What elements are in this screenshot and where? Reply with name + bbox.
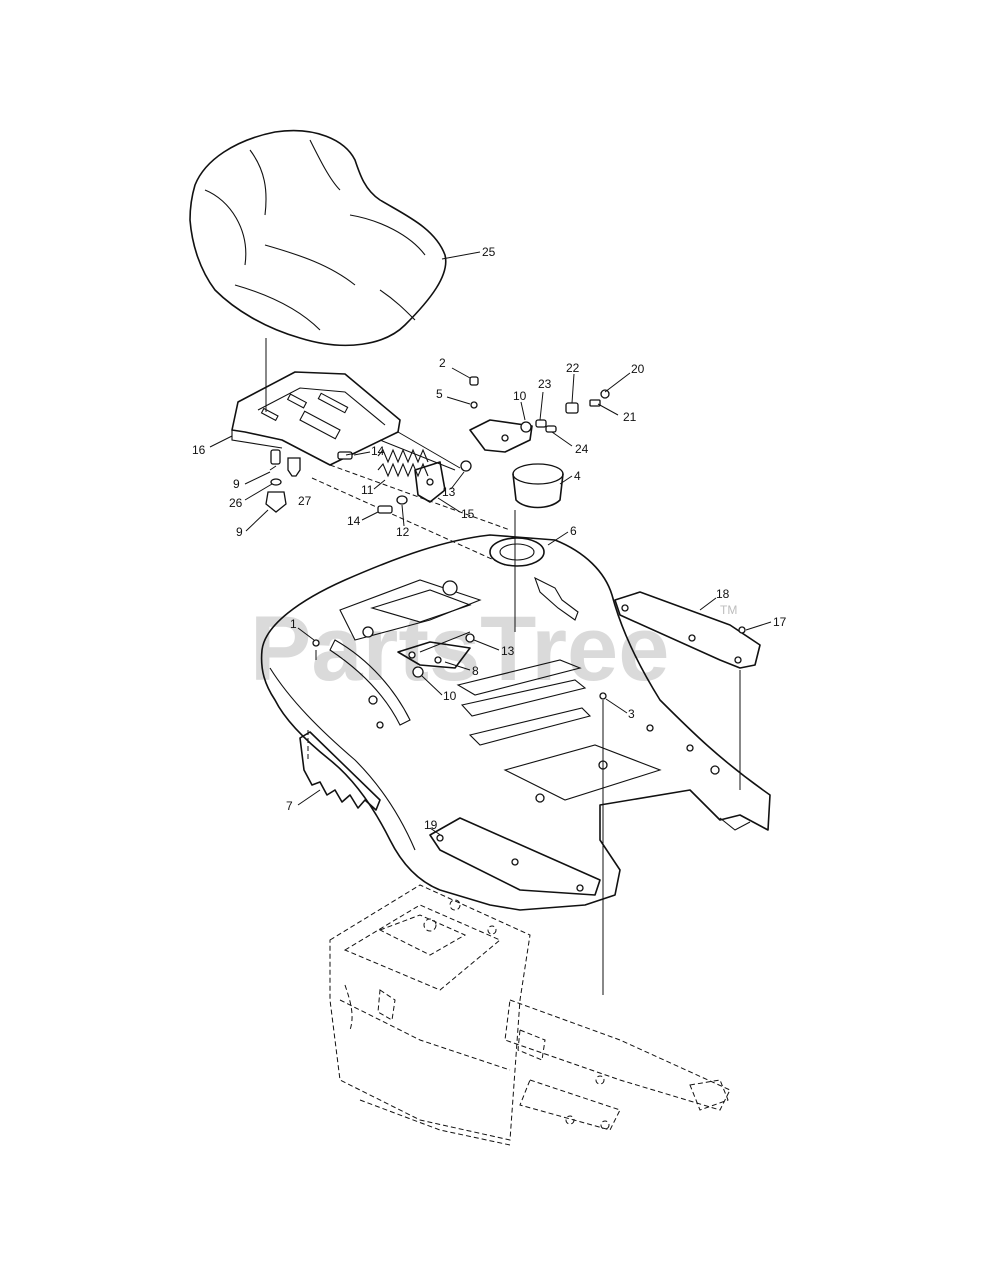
callout-22: 22: [566, 361, 580, 375]
leader-lines: [209, 251, 772, 837]
callout-2: 2: [439, 356, 446, 370]
callout-8: 8: [472, 664, 479, 678]
callout-11: 11: [361, 483, 374, 497]
watermark-logo: PartsTree: [250, 598, 669, 700]
callout-5: 5: [436, 387, 443, 401]
height-strip-7[interactable]: [299, 731, 381, 811]
shift-bracket: [534, 576, 579, 621]
callout-14-upper: 14: [371, 444, 385, 458]
callout-4: 4: [574, 469, 581, 483]
callout-20: 20: [631, 362, 645, 376]
nut-13-upper[interactable]: [460, 460, 472, 472]
callout-9-upper: 9: [233, 477, 240, 491]
callout-9-lower: 9: [236, 525, 243, 539]
foot-pad-18[interactable]: [614, 591, 761, 669]
bolt-14-lower[interactable]: [377, 505, 393, 514]
screw-3[interactable]: [599, 692, 607, 700]
screw-1[interactable]: [312, 639, 320, 647]
washer-26[interactable]: [270, 478, 282, 486]
callout-6: 6: [570, 524, 577, 538]
filler-neck[interactable]: [489, 537, 545, 567]
washer-12[interactable]: [396, 495, 408, 505]
callout-18: 18: [716, 587, 730, 601]
screw-21[interactable]: [589, 399, 601, 407]
bracket-15[interactable]: [414, 461, 446, 503]
callout-labels: 25 2 5 10 23 22 20 21 24 16 14 9 26 27 9…: [192, 245, 787, 832]
spring-11[interactable]: [377, 448, 429, 478]
callout-25: 25: [482, 245, 496, 259]
foot-pad-19[interactable]: [429, 817, 601, 896]
callout-23: 23: [538, 377, 552, 391]
fastener-17[interactable]: [738, 626, 746, 634]
callout-10-upper: 10: [513, 389, 527, 403]
callout-26: 26: [229, 496, 243, 510]
callout-10-lower: 10: [443, 689, 457, 703]
callout-19: 19: [424, 818, 438, 832]
callout-7: 7: [286, 799, 293, 813]
callout-13-upper: 13: [442, 485, 456, 499]
callout-21: 21: [623, 410, 637, 424]
callout-17: 17: [773, 615, 787, 629]
seat-pan[interactable]: [231, 371, 401, 466]
fuel-cap-4[interactable]: [512, 463, 564, 509]
washer-10-upper[interactable]: [520, 421, 532, 433]
callout-27: 27: [298, 494, 312, 508]
callout-12: 12: [396, 525, 410, 539]
screw-2[interactable]: [469, 376, 479, 386]
frame-outline: [329, 884, 731, 1146]
pivot-bracket[interactable]: [469, 419, 533, 453]
callout-13-lower: 13: [501, 644, 515, 658]
bushing-23[interactable]: [535, 419, 547, 428]
pin-24[interactable]: [545, 425, 557, 433]
nut-13-lower[interactable]: [465, 633, 475, 643]
seat-cushion[interactable]: [189, 129, 447, 347]
callout-14-lower: 14: [347, 514, 361, 528]
callout-24: 24: [575, 442, 589, 456]
switch-22[interactable]: [565, 402, 579, 414]
callout-16: 16: [192, 443, 206, 457]
nut-20[interactable]: [600, 389, 610, 399]
callout-15: 15: [461, 507, 475, 521]
washer-5[interactable]: [470, 401, 478, 409]
watermark-trademark: TM: [720, 603, 737, 617]
fastener-9-upper[interactable]: [269, 449, 281, 471]
callout-3: 3: [628, 707, 635, 721]
fastener-9-lower[interactable]: [265, 491, 287, 513]
plate-8[interactable]: [397, 641, 471, 669]
nut-10-lower[interactable]: [412, 666, 424, 678]
callout-1: 1: [290, 617, 297, 631]
fender-body[interactable]: [260, 534, 771, 911]
knob-27[interactable]: [287, 457, 301, 477]
bolt-14-upper[interactable]: [337, 451, 357, 460]
